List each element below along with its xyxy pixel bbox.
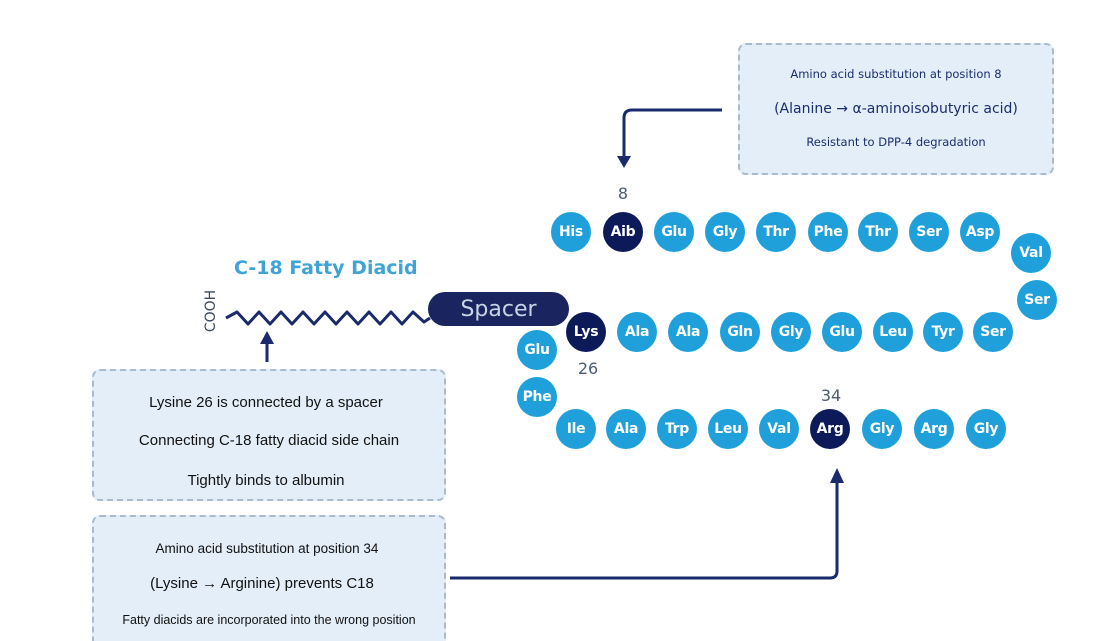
residue-5: Thr <box>756 212 796 252</box>
residue-13: Tyr <box>923 312 963 352</box>
position-8-note: Amino acid substitution at position 8 (A… <box>738 43 1054 175</box>
residue-label: Ser <box>916 224 942 240</box>
residue-25: Trp <box>657 409 697 449</box>
residue-18: Ala <box>668 312 708 352</box>
residue-label: Ser <box>980 324 1006 340</box>
residue-10: Val <box>1011 233 1051 273</box>
residue-label: Leu <box>879 324 907 340</box>
residue-27: Val <box>759 409 799 449</box>
residue-label: Phe <box>522 389 552 405</box>
residue-label: Thr <box>763 224 789 240</box>
residue-label: Gly <box>712 224 738 240</box>
residue-label: Thr <box>865 224 891 240</box>
cooh-label: COOH <box>203 289 219 333</box>
residue-22: Phe <box>517 377 557 417</box>
residue-17: Gln <box>720 312 760 352</box>
position-34-note-effect: Fatty diacids are incorporated into the … <box>122 613 416 627</box>
residue-8: Ser <box>909 212 949 252</box>
residue-19: Ala <box>617 312 657 352</box>
residue-label: Arg <box>816 421 844 437</box>
residue-12: Ser <box>973 312 1013 352</box>
residue-label: Gly <box>973 421 999 437</box>
position-34-note-heading: Amino acid substitution at position 34 <box>155 541 379 556</box>
residue-29: Gly <box>862 409 902 449</box>
fatty-acid-chain <box>225 310 431 326</box>
residue-3: Glu <box>654 212 694 252</box>
position-26-label: 26 <box>577 359 599 378</box>
residue-label: Aib <box>610 224 636 240</box>
lysine-26-note-line-2: Connecting C-18 fatty diacid side chain <box>138 432 400 449</box>
residue-label: Tyr <box>931 324 955 340</box>
residue-label: Glu <box>829 324 855 340</box>
residue-6: Phe <box>808 212 848 252</box>
residue-label: Asp <box>965 224 995 240</box>
residue-label: His <box>559 224 583 240</box>
residue-14: Leu <box>873 312 913 352</box>
residue-label: Lys <box>573 324 599 340</box>
residue-28: Arg <box>810 409 850 449</box>
residue-21: Glu <box>517 330 557 370</box>
residue-4: Gly <box>705 212 745 252</box>
arrow-to-chain <box>260 331 274 362</box>
residue-label: Phe <box>813 224 843 240</box>
arrow-to-arg <box>450 468 844 580</box>
position-34-label: 34 <box>820 386 842 405</box>
residue-label: Trp <box>664 421 690 437</box>
position-34-note-substitution: (Lysine → Arginine) prevents C18 <box>150 575 374 592</box>
residue-label: Glu <box>524 342 550 358</box>
position-8-label: 8 <box>617 184 629 203</box>
residue-9: Asp <box>960 212 1000 252</box>
residue-30: Arg <box>914 409 954 449</box>
residue-label: Ala <box>613 421 639 437</box>
residue-label: Arg <box>920 421 948 437</box>
residue-label: Gln <box>727 324 753 340</box>
residue-7: Thr <box>858 212 898 252</box>
position-34-note: Amino acid substitution at position 34 (… <box>92 515 446 641</box>
residue-11: Ser <box>1017 280 1057 320</box>
position-8-note-heading: Amino acid substitution at position 8 <box>790 67 1002 81</box>
residue-16: Gly <box>771 312 811 352</box>
residue-20: Lys <box>566 312 606 352</box>
fatty-diacid-title: C-18 Fatty Diacid <box>234 257 418 279</box>
lysine-26-note: Lysine 26 is connected by a spacer Conne… <box>92 369 446 501</box>
residue-label: Val <box>1019 245 1043 261</box>
residue-2: Aib <box>603 212 643 252</box>
residue-label: Ser <box>1024 292 1050 308</box>
residue-label: Gly <box>869 421 895 437</box>
residue-label: Ile <box>566 421 586 437</box>
residue-1: His <box>551 212 591 252</box>
residue-label: Ala <box>624 324 650 340</box>
residue-label: Ala <box>675 324 701 340</box>
spacer-bar: Spacer <box>428 292 569 326</box>
position-8-note-substitution: (Alanine → α-aminoisobutyric acid) <box>774 101 1018 117</box>
residue-24: Ala <box>606 409 646 449</box>
spacer-label: Spacer <box>460 296 537 322</box>
lysine-26-note-line-1: Lysine 26 is connected by a spacer <box>149 394 383 411</box>
residue-label: Leu <box>714 421 742 437</box>
lysine-26-note-line-3: Tightly binds to albumin <box>187 472 345 489</box>
residue-31: Gly <box>966 409 1006 449</box>
residue-26: Leu <box>708 409 748 449</box>
residue-15: Glu <box>822 312 862 352</box>
position-8-note-effect: Resistant to DPP-4 degradation <box>806 135 986 149</box>
arrow-to-aib <box>617 108 722 168</box>
residue-label: Glu <box>661 224 687 240</box>
residue-label: Gly <box>778 324 804 340</box>
residue-label: Val <box>767 421 791 437</box>
residue-23: Ile <box>556 409 596 449</box>
